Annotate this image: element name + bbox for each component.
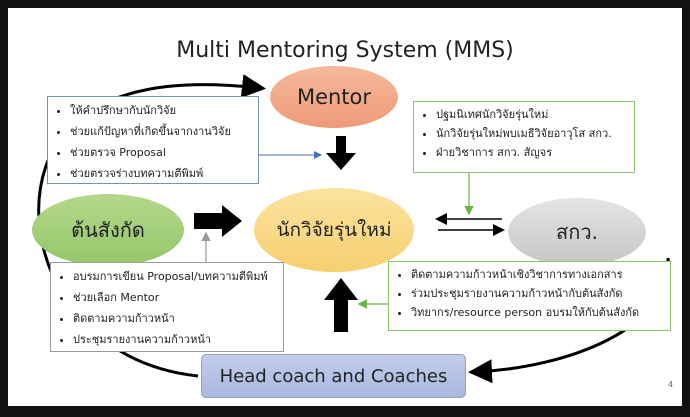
ton-role-box: อบรมการเขียน Proposal/บทความตีพิมพ์ ช่วย… <box>50 262 284 352</box>
skv-role-item: นักวิจัยรุ่นใหม่พบเมธีวิจัยอาวุโส สกว. <box>436 124 628 143</box>
mentor-node: Mentor <box>270 66 398 128</box>
ton-role-item: ติดตามความก้าวหน้า <box>73 308 277 329</box>
skv-role-item: วิทยากร/resource person อบรมให้กับต้นสัง… <box>411 303 664 322</box>
skv-role-item: ปฐมนิเทศนักวิจัยรุ่นใหม่ <box>436 105 628 124</box>
researcher-node: นักวิจัยรุ่นใหม่ <box>254 188 414 272</box>
ton-role-item: อบรมการเขียน Proposal/บทความตีพิมพ์ <box>73 266 277 287</box>
mentor-role-item: ช่วยตรวจร่างบทความตีพิมพ์ <box>70 163 252 184</box>
slide-title: Multi Mentoring System (MMS) <box>176 38 514 63</box>
ton-role-item: ประชุมรายงานความก้าวหน้า <box>73 329 277 350</box>
slide: Multi Mentoring System (MMS) Mentor ต้นส… <box>8 8 682 406</box>
arrow-mentor-to-researcher <box>326 136 356 170</box>
mentor-role-box: ให้คำปรึกษากับนักวิจัย ช่วยแก้ปัญหาที่เก… <box>47 96 259 184</box>
skv-role-item: ติดตามความก้าวหน้าเชิงวิชาการทางเอกสาร <box>411 265 664 284</box>
arrow-coach-to-researcher <box>324 278 358 332</box>
skv-role-box-top: ปฐมนิเทศนักวิจัยรุ่นใหม่ นักวิจัยรุ่นใหม… <box>413 101 635 173</box>
mentor-role-item: ให้คำปรึกษากับนักวิจัย <box>70 100 252 121</box>
mentor-role-item: ช่วยตรวจ Proposal <box>70 142 252 163</box>
mentor-role-item: ช่วยแก้ปัญหาที่เกิดขึ้นจากงานวิจัย <box>70 121 252 142</box>
skv-node: สกว. <box>508 198 646 266</box>
arrow-ton-to-researcher <box>194 205 242 237</box>
ton-sangkat-node: ต้นสังกัด <box>32 194 184 266</box>
skv-role-box-bottom: ติดตามความก้าวหน้าเชิงวิชาการทางเอกสาร ร… <box>388 261 671 331</box>
page-number: 4 <box>668 380 674 389</box>
ton-role-item: ช่วยเลือก Mentor <box>73 287 277 308</box>
head-coach-node: Head coach and Coaches <box>201 354 466 398</box>
skv-role-item: ฝ่ายวิชาการ สกว. สัญจร <box>436 143 628 162</box>
skv-role-item: ร่วมประชุมรายงานความก้าวหน้ากับต้นสังกัด <box>411 284 664 303</box>
